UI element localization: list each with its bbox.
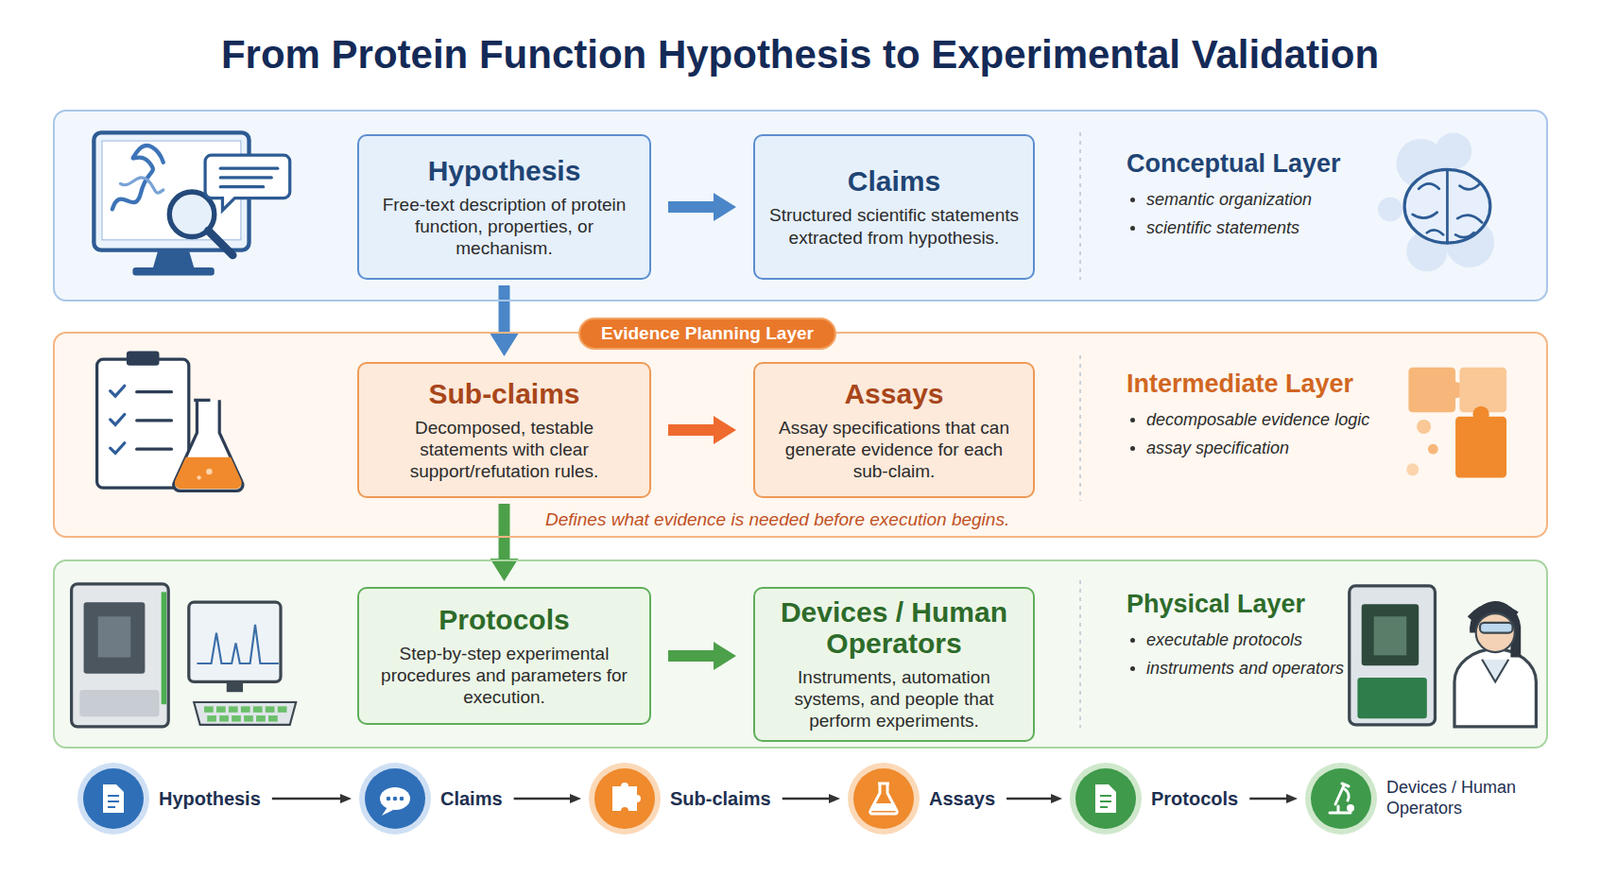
band-fill (52, 109, 1549, 302)
bullet-dot (1130, 225, 1136, 231)
layer-heading: Conceptual Layer (1126, 149, 1392, 179)
step-circle: Sub-claims (586, 760, 772, 837)
bullet-dot (1130, 197, 1136, 203)
step-circle: Hypothesis (75, 760, 261, 837)
step-label: Assays (929, 788, 996, 810)
box-heading: Hypothesis (428, 154, 582, 187)
step-icon (1303, 760, 1379, 837)
band-note: Defines what evidence is needed before e… (545, 509, 1010, 531)
instrument-illustration (71, 584, 297, 727)
layer-summary: Intermediate Layer decomposable evidence … (1126, 369, 1392, 467)
flow-arrow (514, 797, 570, 801)
layer-heading: Intermediate Layer (1126, 369, 1392, 399)
step-label: Devices / Human Operators (1386, 777, 1529, 819)
process-box: Sub-claimsDecomposed, testable statement… (357, 361, 652, 499)
step-circle: Devices / Human Operators (1303, 760, 1529, 837)
box-heading: Devices / Human Operators (768, 596, 1020, 659)
block-arrow (498, 503, 511, 559)
box-body: Free-text description of protein functio… (372, 193, 637, 260)
step-label: Sub-claims (670, 788, 772, 810)
block-arrow (668, 201, 714, 213)
bullet-text: executable protocols (1146, 630, 1303, 651)
bullet-dot (1130, 666, 1136, 671)
step-circle: Claims (357, 760, 503, 837)
step-label: Hypothesis (158, 788, 261, 810)
layer-heading: Physical Layer (1126, 589, 1392, 620)
bullet-row: executable protocols (1126, 630, 1392, 651)
section-tag: Evidence Planning Layer (578, 317, 837, 350)
band-fill (52, 559, 1549, 749)
step-label: Claims (440, 788, 503, 810)
bullet-text: assay specification (1146, 438, 1290, 459)
bullet-text: scientific statements (1146, 218, 1300, 239)
process-box: HypothesisFree-text description of prote… (357, 134, 652, 280)
process-box: ClaimsStructured scientific statements e… (753, 134, 1035, 280)
bullet-row: semantic organization (1126, 189, 1392, 210)
step-icon (1067, 760, 1144, 837)
clipboard-flask-illustration (97, 351, 243, 492)
block-arrow (668, 424, 714, 436)
bullet-text: semantic organization (1146, 189, 1312, 210)
puzzle-icon (1406, 367, 1507, 479)
step-icon (845, 760, 922, 837)
flow-arrow (1249, 797, 1287, 801)
bullet-dot (1130, 637, 1136, 643)
step-label: Protocols (1151, 788, 1239, 810)
bullet-row: instruments and operators (1126, 658, 1392, 679)
bullet-dot (1130, 446, 1136, 451)
computer-illustration (93, 132, 290, 276)
bullet-text: instruments and operators (1146, 658, 1344, 679)
process-box: ProtocolsStep-by-step experimental proce… (357, 586, 652, 725)
box-heading: Assays (843, 378, 944, 410)
bullet-row: assay specification (1126, 438, 1392, 459)
brain-icon (1377, 132, 1495, 272)
step-icon (357, 760, 433, 837)
box-body: Decomposed, testable statements with cle… (372, 416, 637, 483)
layer-summary: Conceptual Layer semantic organization sci… (1126, 149, 1392, 247)
scientist-illustration (1349, 585, 1537, 727)
flow-arrow (782, 797, 829, 801)
box-body: Structured scientific statements extract… (768, 204, 1020, 248)
box-heading: Sub-claims (428, 378, 580, 410)
step-circle: Assays (845, 760, 996, 837)
tag-text: Evidence Planning Layer (601, 323, 814, 344)
bullet-row: scientific statements (1126, 218, 1392, 239)
process-box: Devices / Human OperatorsInstruments, au… (753, 586, 1035, 742)
flow-arrow (1006, 797, 1051, 801)
block-arrow (668, 650, 714, 662)
block-arrow (498, 285, 511, 334)
flow-arrow (272, 797, 341, 801)
box-body: Step-by-step experimental procedures and… (372, 642, 637, 709)
bullet-row: decomposable evidence logic (1126, 410, 1392, 431)
layer-summary: Physical Layer executable protocols instru… (1126, 589, 1392, 688)
step-circle: Protocols (1067, 760, 1239, 837)
band-fill (52, 331, 1549, 538)
layer-band: Evidence Planning LayerSub-claimsDecompo… (52, 331, 1549, 538)
box-body: Instruments, automation systems, and peo… (768, 666, 1020, 733)
bullet-text: decomposable evidence logic (1146, 410, 1370, 431)
layer-band: HypothesisFree-text description of prote… (52, 109, 1549, 302)
bullet-dot (1130, 417, 1136, 423)
box-heading: Protocols (438, 603, 569, 636)
divider (1079, 132, 1082, 728)
step-icon (586, 760, 663, 837)
box-body: Assay specifications that can generate e… (768, 416, 1020, 483)
box-heading: Claims (847, 165, 941, 197)
layer-band: ProtocolsStep-by-step experimental proce… (52, 559, 1549, 749)
step-icon (75, 760, 152, 837)
process-box: AssaysAssay specifications that can gene… (753, 361, 1035, 499)
title: From Protein Function Hypothesis to Expe… (0, 32, 1600, 78)
